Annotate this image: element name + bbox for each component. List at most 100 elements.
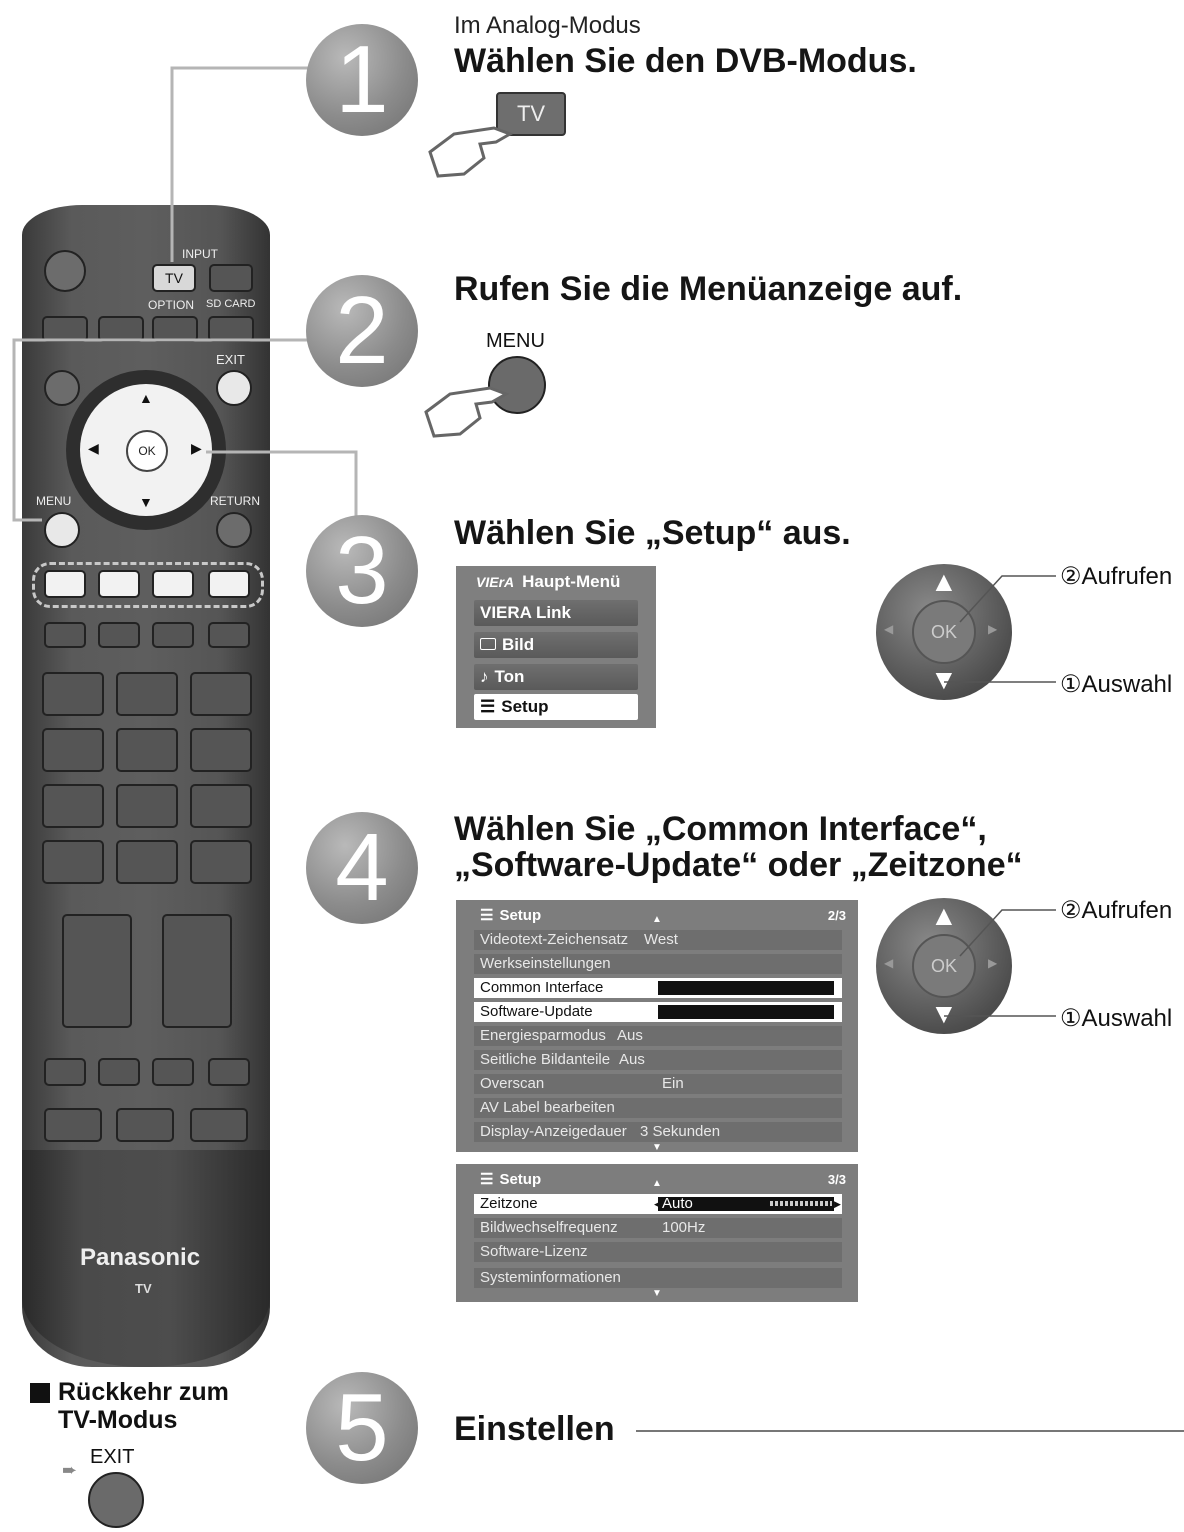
step-1-subtitle: Im Analog-Modus [454,12,641,39]
number-button[interactable] [42,784,104,828]
scroll-down-icon[interactable]: ▼ [652,1288,662,1299]
channel-rocker[interactable] [162,914,232,1028]
sdcard-button[interactable] [208,316,254,342]
dpad-up-icon[interactable]: ▲ [930,900,958,931]
remote-button[interactable] [44,1058,86,1086]
setup-row[interactable]: Software-Lizenz [474,1242,842,1262]
main-menu-title: Haupt-Menü [522,572,621,591]
number-button[interactable] [116,840,178,884]
viera-logo: VIErA [476,574,515,590]
dpad-ok[interactable]: OK [912,934,976,998]
remote-button[interactable] [190,1108,248,1142]
remote-button[interactable] [44,1108,102,1142]
remote-button[interactable] [98,316,144,342]
remote-button[interactable] [208,1058,250,1086]
menu-key[interactable] [488,356,546,414]
power-button[interactable] [44,250,86,292]
remote-button[interactable] [208,622,250,648]
dpad-ok[interactable]: OK [912,600,976,664]
remote-button[interactable] [152,1058,194,1086]
remote-button[interactable] [98,622,140,648]
menu-item-setup[interactable]: ☰Setup [474,694,638,720]
list-icon: ☰ [480,1171,494,1188]
dpad-down-icon[interactable]: ▼ [930,664,958,695]
number-button[interactable] [42,672,104,716]
callout-label: Aufrufen [1081,897,1173,924]
row-value: 100Hz [662,1219,706,1236]
setup-row-zeitzone[interactable]: Zeitzone ◀ Auto ▶ [474,1194,842,1214]
menu-item-ton[interactable]: ♪Ton [474,664,638,690]
exit-button[interactable] [216,370,252,406]
blue-button[interactable] [208,570,250,598]
menu-label: MENU [36,494,72,508]
number-button[interactable] [42,840,104,884]
menu-item-bild[interactable]: Bild [474,632,638,658]
red-button[interactable] [44,570,86,598]
number-button[interactable] [42,728,104,772]
step-5-title: Einstellen [454,1410,615,1448]
dpad-left-icon: ◀ [884,622,894,636]
setup-row-software-update[interactable]: Software-Update [474,1002,842,1022]
number-button[interactable] [190,840,252,884]
remote-button[interactable] [152,622,194,648]
dpad-up-icon[interactable]: ▲ [930,566,958,597]
tv-button[interactable]: TV [152,264,196,292]
row-value-bar [658,1005,834,1019]
row-label: Overscan [480,1075,545,1092]
number-button[interactable] [116,728,178,772]
setup-title: Setup [499,1171,542,1188]
arrow-icon: ➨ [62,1460,78,1480]
setup-row[interactable]: AV Label bearbeiten [474,1098,842,1118]
setup-row[interactable]: Bildwechselfrequenz 100Hz [474,1218,842,1238]
row-label: Bildwechselfrequenz [480,1219,618,1236]
number-button[interactable] [190,784,252,828]
ok-button[interactable]: OK [126,430,168,472]
scroll-down-icon[interactable]: ▼ [652,1142,662,1153]
setup-row[interactable]: Werkseinstellungen [474,954,842,974]
left-arrow-icon[interactable]: ◀ [88,440,99,456]
volume-rocker[interactable] [62,914,132,1028]
number-button[interactable] [116,672,178,716]
green-button[interactable] [98,570,140,598]
menu-button[interactable] [44,512,80,548]
remote-round-button[interactable] [44,370,80,406]
right-arrow-icon[interactable]: ▶ [191,440,202,456]
number-button[interactable] [190,728,252,772]
page-indicator: 2/3 [827,908,846,923]
yellow-button[interactable] [152,570,194,598]
brand-sub: TV [135,1281,152,1296]
input-button[interactable] [209,264,253,292]
setup-row-common-interface[interactable]: Common Interface [474,978,842,998]
menu-item-viera-link[interactable]: VIERA Link [474,600,638,626]
return-note-line1: Rückkehr zum [58,1378,229,1406]
return-button[interactable] [216,512,252,548]
exit-key[interactable] [88,1472,144,1528]
row-value: Aus [617,1027,643,1044]
pointing-hand-icon [428,126,514,178]
remote-button[interactable] [98,1058,140,1086]
scroll-up-icon[interactable]: ▲ [652,1178,662,1189]
right-arrow-icon[interactable]: ▶ [834,1199,841,1209]
number-button[interactable] [116,784,178,828]
scroll-up-icon[interactable]: ▲ [652,914,662,925]
dpad-down-icon[interactable]: ▼ [930,998,958,1029]
up-arrow-icon[interactable]: ▲ [139,390,153,406]
row-label: Display-Anzeigedauer [480,1123,627,1140]
sdcard-label: SD CARD [206,298,256,310]
remote-button[interactable] [44,622,86,648]
remote-button[interactable] [116,1108,174,1142]
down-arrow-icon[interactable]: ▼ [139,494,153,510]
number-button[interactable] [190,672,252,716]
left-arrow-icon[interactable]: ◀ [654,1199,661,1209]
setup-row[interactable]: Systeminformationen [474,1268,842,1288]
tv-key[interactable]: TV [496,92,566,136]
